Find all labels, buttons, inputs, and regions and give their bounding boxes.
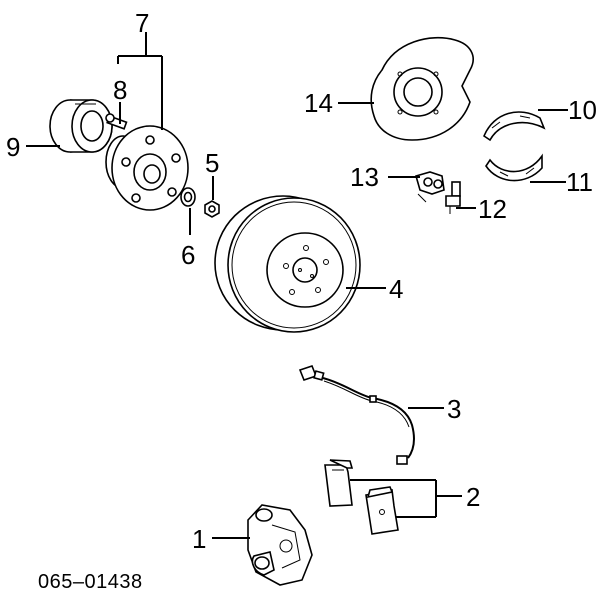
callout-14: 14 xyxy=(304,88,333,118)
lock-nut-part xyxy=(204,200,220,218)
document-number: 065–01438 xyxy=(38,571,143,593)
shoe-adjuster-part xyxy=(415,171,445,203)
callout-13: 13 xyxy=(350,162,379,192)
callout-3: 3 xyxy=(447,394,461,424)
callout-labels: 7 8 9 5 6 14 10 11 13 12 4 3 2 1 xyxy=(6,8,597,554)
callout-7: 7 xyxy=(135,8,149,38)
dust-shield-part xyxy=(370,36,474,141)
brake-caliper-part xyxy=(247,504,313,586)
axle-hub-part xyxy=(105,125,189,211)
callout-10: 10 xyxy=(568,95,597,125)
hub-nut-cap-part xyxy=(180,187,196,207)
callout-9: 9 xyxy=(6,132,20,162)
callout-11: 11 xyxy=(566,167,593,197)
callout-6: 6 xyxy=(181,240,195,270)
parking-brake-shoe-lower-part xyxy=(485,153,543,182)
brake-pads-part xyxy=(324,459,399,535)
callout-12: 12 xyxy=(478,194,507,224)
leader-lines xyxy=(26,32,568,539)
brake-disc-part xyxy=(214,195,361,333)
callout-2: 2 xyxy=(466,482,480,512)
hub-bolt-part xyxy=(105,113,128,130)
callout-1: 1 xyxy=(192,524,206,554)
bearing-seal-ring-part xyxy=(49,99,113,153)
parking-brake-shoe-upper-part xyxy=(483,111,546,142)
callout-8: 8 xyxy=(113,75,127,105)
speed-sensor-part xyxy=(298,365,416,465)
shoe-spring-pin-part xyxy=(445,181,461,214)
callout-4: 4 xyxy=(389,274,403,304)
callout-5: 5 xyxy=(205,148,219,178)
